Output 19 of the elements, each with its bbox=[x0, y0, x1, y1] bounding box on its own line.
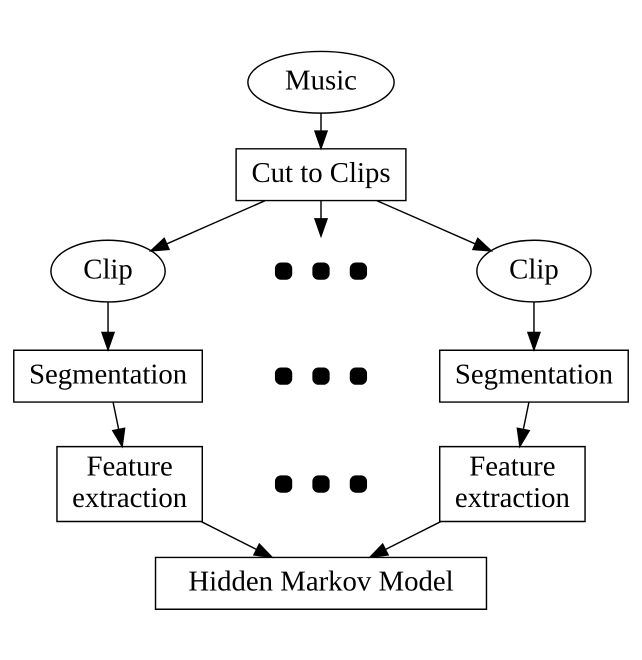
arrow bbox=[526, 302, 542, 352]
arrow bbox=[112, 402, 126, 448]
node-box: Hidden Markov Model bbox=[154, 556, 488, 610]
arrow bbox=[314, 200, 328, 238]
node-ellipse: Clip bbox=[50, 239, 166, 302]
node-ellipse: Clip bbox=[476, 239, 592, 302]
arrow bbox=[516, 402, 530, 448]
arrow bbox=[376, 200, 494, 252]
node-box: Cut to Clips bbox=[235, 148, 407, 201]
arrow bbox=[314, 112, 328, 150]
node-ellipse: Music bbox=[247, 50, 395, 114]
arrow bbox=[100, 302, 116, 352]
arrow bbox=[148, 200, 266, 252]
node-box: Feature extraction bbox=[56, 445, 203, 522]
arrow bbox=[201, 520, 274, 558]
node-box: Feature extraction bbox=[439, 445, 586, 522]
node-box: Segmentation bbox=[13, 349, 203, 402]
node-box: Segmentation bbox=[439, 349, 629, 402]
arrow bbox=[368, 520, 441, 558]
